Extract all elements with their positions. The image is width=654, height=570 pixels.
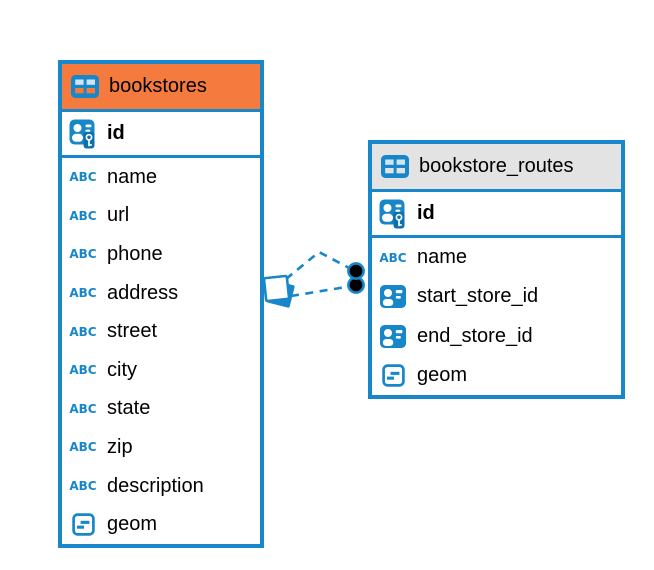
table-icon [70, 75, 100, 98]
relationship-line-lower[interactable] [290, 285, 347, 298]
table-row[interactable]: end_store_id [372, 316, 621, 356]
text-type-icon: ABC [379, 250, 407, 265]
text-type-icon: ABC [69, 324, 97, 340]
relationship-source-marker [262, 274, 295, 308]
person-key-icon [378, 199, 408, 229]
text-type-icon: ABC [69, 208, 97, 224]
column-name: phone [107, 242, 163, 265]
geometry-type-icon [378, 364, 408, 387]
table-row[interactable]: ABC name [372, 238, 621, 278]
text-type-icon: ABC [69, 440, 97, 455]
column-name: description [107, 474, 204, 497]
column-name: geom [417, 363, 468, 386]
geometry-type-icon [68, 513, 98, 536]
table-row[interactable]: ABC state [62, 389, 260, 429]
column-name: id [417, 202, 435, 224]
table-header[interactable]: bookstore_routes [372, 144, 621, 192]
column-name: geom [107, 513, 158, 536]
table-row[interactable]: ABC street [62, 312, 260, 351]
table-title: bookstore_routes [419, 155, 574, 177]
table-row[interactable]: geom [62, 505, 260, 544]
table-row[interactable]: ABC phone [62, 235, 260, 274]
table-row[interactable]: ABC address [62, 273, 260, 313]
table-row-primary-key[interactable]: id [62, 112, 260, 158]
column-name: state [107, 397, 151, 420]
column-name: zip [107, 435, 133, 458]
person-ref-icon [378, 285, 408, 309]
column-name: address [107, 281, 179, 304]
person-ref-icon [378, 324, 408, 348]
table-row-primary-key[interactable]: id [372, 192, 621, 238]
column-name: start_store_id [417, 285, 539, 308]
column-name: url [107, 204, 130, 227]
text-type-icon: ABC [69, 247, 97, 262]
person-key-icon [68, 119, 98, 149]
table-row[interactable]: start_store_id [372, 277, 621, 317]
relationship-target-marker [347, 262, 365, 294]
text-type-icon: ABC [69, 285, 97, 301]
table-title: bookstores [109, 75, 207, 97]
column-name: street [107, 320, 158, 343]
table-bookstore-routes[interactable]: bookstore_routes id ABC name start_store_i… [368, 140, 625, 399]
table-row[interactable]: geom [372, 355, 621, 395]
table-icon [380, 155, 410, 178]
text-type-icon: ABC [69, 401, 97, 417]
column-name: end_store_id [417, 324, 533, 347]
table-row[interactable]: ABC description [62, 466, 260, 506]
text-type-icon: ABC [69, 169, 97, 185]
column-name: city [107, 358, 137, 381]
table-row[interactable]: ABC zip [62, 428, 260, 467]
column-name: id [107, 122, 125, 144]
table-header[interactable]: bookstores [62, 64, 260, 112]
relationship-line-upper[interactable] [285, 250, 352, 281]
text-type-icon: ABC [69, 362, 97, 378]
text-type-icon: ABC [69, 478, 97, 494]
column-name: name [417, 246, 468, 269]
table-row[interactable]: ABC city [62, 350, 260, 390]
column-name: name [107, 165, 158, 188]
table-row[interactable]: ABC url [62, 196, 260, 236]
table-row[interactable]: ABC name [62, 158, 260, 197]
